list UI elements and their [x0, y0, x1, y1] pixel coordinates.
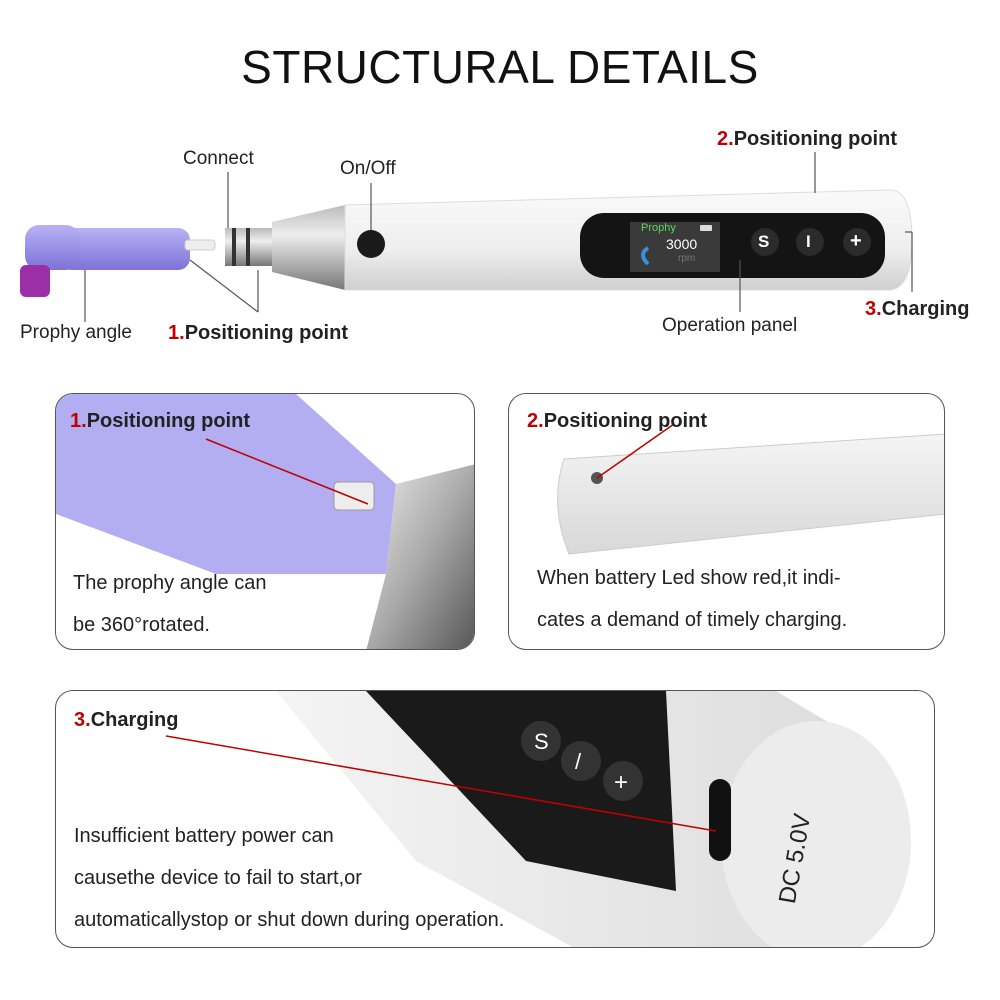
positioning-point-1-label: 1.Positioning point [168, 322, 348, 344]
prophy-closeup-image [56, 394, 474, 649]
panel3-heading: 3.Charging [74, 709, 179, 731]
plus-button: + [850, 230, 862, 252]
charging-port-closeup-image: S / + [165, 691, 911, 947]
metal-nose [272, 205, 345, 290]
panel2-text: When battery Led show red,it indi- cates… [537, 567, 848, 631]
handpiece-illustration [20, 152, 913, 322]
charging-label: 3.Charging [865, 298, 970, 320]
page-title: STRUCTURAL DETAILS [241, 41, 759, 93]
on-off-label: On/Off [340, 158, 396, 179]
panel1-heading: 1.Positioning point [70, 410, 250, 432]
i-button-label: / [575, 749, 582, 774]
panel3-text: Insufficient battery power can causethe … [74, 825, 505, 931]
screen-speed: 3000 [666, 236, 698, 252]
panel-charging: S / + DC 5.0V 3.Charging Insufficient ba… [55, 690, 935, 948]
s-button-label: S [534, 729, 549, 754]
i-button: I [806, 232, 811, 251]
panel1-text: The prophy angle can be 360°rotated. [73, 572, 267, 636]
screen-unit: rpm [678, 253, 696, 264]
s-button: S [758, 232, 770, 251]
operation-panel-label: Operation panel [662, 315, 798, 336]
plus-button-label: + [614, 769, 628, 796]
operation-panel [580, 213, 885, 278]
prophy-angle-label: Prophy angle [20, 322, 132, 343]
positioning-point-2-label: 2.Positioning point [717, 128, 897, 150]
power-button [357, 230, 385, 258]
panel-positioning-point-1: 1.Positioning point The prophy angle can… [55, 393, 475, 650]
usb-c-port [709, 779, 731, 861]
led-closeup-image [557, 423, 944, 555]
screen-mode: Prophy [641, 222, 676, 234]
panel2-heading: 2.Positioning point [527, 410, 707, 432]
panel-positioning-point-2: 2.Positioning point When battery Led sho… [508, 393, 945, 650]
connect-label: Connect [183, 148, 254, 169]
prophy-angle [20, 225, 216, 297]
